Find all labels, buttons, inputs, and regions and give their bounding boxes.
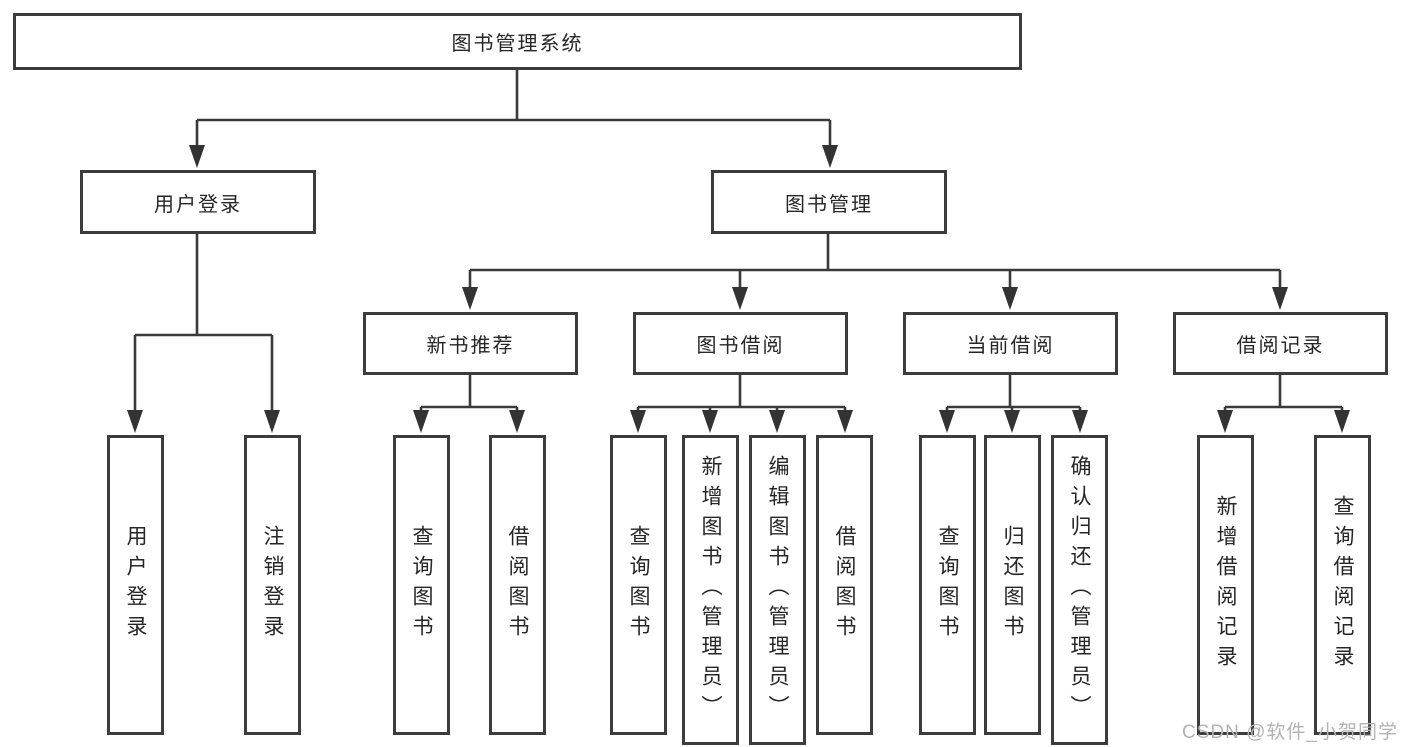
arrowhead-nb-query	[413, 410, 429, 433]
arrowhead-bb-query	[630, 410, 646, 433]
leaf-query-books-borrowing: 查询图书	[610, 435, 667, 735]
leaf-logout: 注销登录	[244, 435, 301, 735]
node-book-borrowing: 图书借阅	[633, 312, 848, 375]
arrowhead-to-borrowing-records	[1272, 287, 1288, 310]
connector-book-borrowing-split	[636, 375, 847, 411]
leaf-borrow-books-borrowing: 借阅图书	[816, 435, 873, 735]
arrowhead-to-new-book-recommendation	[462, 287, 478, 310]
arrowhead-br-query	[1334, 410, 1350, 433]
arrowhead-to-book-borrowing	[732, 287, 748, 310]
leaf-label: 查询图书	[410, 525, 433, 645]
leaf-label: 编辑图书（管理员）	[766, 455, 789, 725]
node-new-book-recommendation: 新书推荐	[363, 312, 578, 375]
leaf-edit-book-admin: 编辑图书（管理员）	[749, 435, 806, 745]
leaf-query-books-current: 查询图书	[919, 435, 976, 735]
leaf-add-borrow-record: 新增借阅记录	[1197, 435, 1254, 735]
arrowhead-nb-borrow	[509, 410, 525, 433]
node-borrowing-records: 借阅记录	[1173, 312, 1388, 375]
connector-user-login-split	[133, 234, 274, 411]
leaf-label: 新增借阅记录	[1214, 495, 1237, 675]
csdn-watermark: CSDN @软件_小贺同学	[1182, 722, 1398, 743]
arrowhead-br-add	[1217, 410, 1233, 433]
leaf-query-borrow-record: 查询借阅记录	[1314, 435, 1371, 735]
connector-book-management-split	[468, 234, 1282, 288]
arrowhead-bb-edit	[769, 410, 785, 433]
leaf-label: 借阅图书	[833, 525, 856, 645]
leaf-query-books-recommend: 查询图书	[393, 435, 450, 735]
connector-borrowing-records-split	[1223, 375, 1344, 411]
arrowhead-to-leaf-user-login	[127, 410, 143, 433]
node-user-login: 用户登录	[80, 170, 316, 234]
arrowhead-bb-borrow	[837, 410, 853, 433]
connector-current-borrowing-split	[945, 375, 1082, 411]
arrowhead-cb-query	[939, 410, 955, 433]
leaf-borrow-books-recommend: 借阅图书	[489, 435, 546, 735]
leaf-label: 查询图书	[936, 525, 959, 645]
connector-root-split	[195, 70, 832, 146]
leaf-label: 确认归还（管理员）	[1068, 455, 1091, 725]
leaf-add-book-admin: 新增图书（管理员）	[682, 435, 739, 745]
leaf-return-book: 归还图书	[984, 435, 1041, 735]
leaf-label: 归还图书	[1001, 525, 1024, 645]
arrowhead-bb-add	[702, 410, 718, 433]
leaf-user-login: 用户登录	[107, 435, 164, 735]
node-library-management-system: 图书管理系统	[13, 13, 1022, 70]
connector-new-book-split	[419, 375, 519, 411]
leaf-label: 注销登录	[261, 525, 284, 645]
arrowhead-cb-confirm	[1072, 410, 1088, 433]
leaf-label: 查询图书	[627, 525, 650, 645]
node-book-management: 图书管理	[711, 170, 947, 234]
leaf-label: 用户登录	[124, 525, 147, 645]
arrowhead-to-current-borrowing	[1002, 287, 1018, 310]
leaf-confirm-return-admin: 确认归还（管理员）	[1051, 435, 1108, 745]
node-current-borrowing: 当前借阅	[903, 312, 1118, 375]
leaf-label: 新增图书（管理员）	[699, 455, 722, 725]
arrowhead-to-leaf-logout	[264, 410, 280, 433]
leaf-label: 借阅图书	[506, 525, 529, 645]
arrowhead-cb-return	[1004, 410, 1020, 433]
arrowhead-to-user-login	[189, 145, 205, 168]
leaf-label: 查询借阅记录	[1331, 495, 1354, 675]
arrowhead-to-book-management	[822, 145, 838, 168]
